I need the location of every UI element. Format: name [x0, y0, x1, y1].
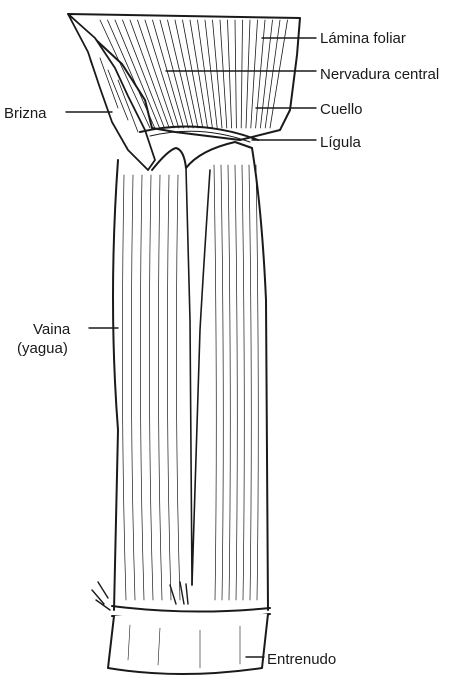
label-vaina: Vaina (yagua) [33, 320, 70, 358]
label-vaina-alt: (yagua) [17, 339, 70, 358]
label-brizna: Brizna [4, 104, 47, 123]
label-ligula: Lígula [320, 133, 361, 152]
internode [108, 614, 268, 674]
label-entrenudo: Entrenudo [267, 650, 336, 669]
label-nervadura-central: Nervadura central [320, 65, 439, 84]
label-cuello: Cuello [320, 100, 363, 119]
sheath [113, 148, 268, 610]
label-vaina-main: Vaina [33, 320, 70, 339]
label-lamina-foliar: Lámina foliar [320, 29, 406, 48]
